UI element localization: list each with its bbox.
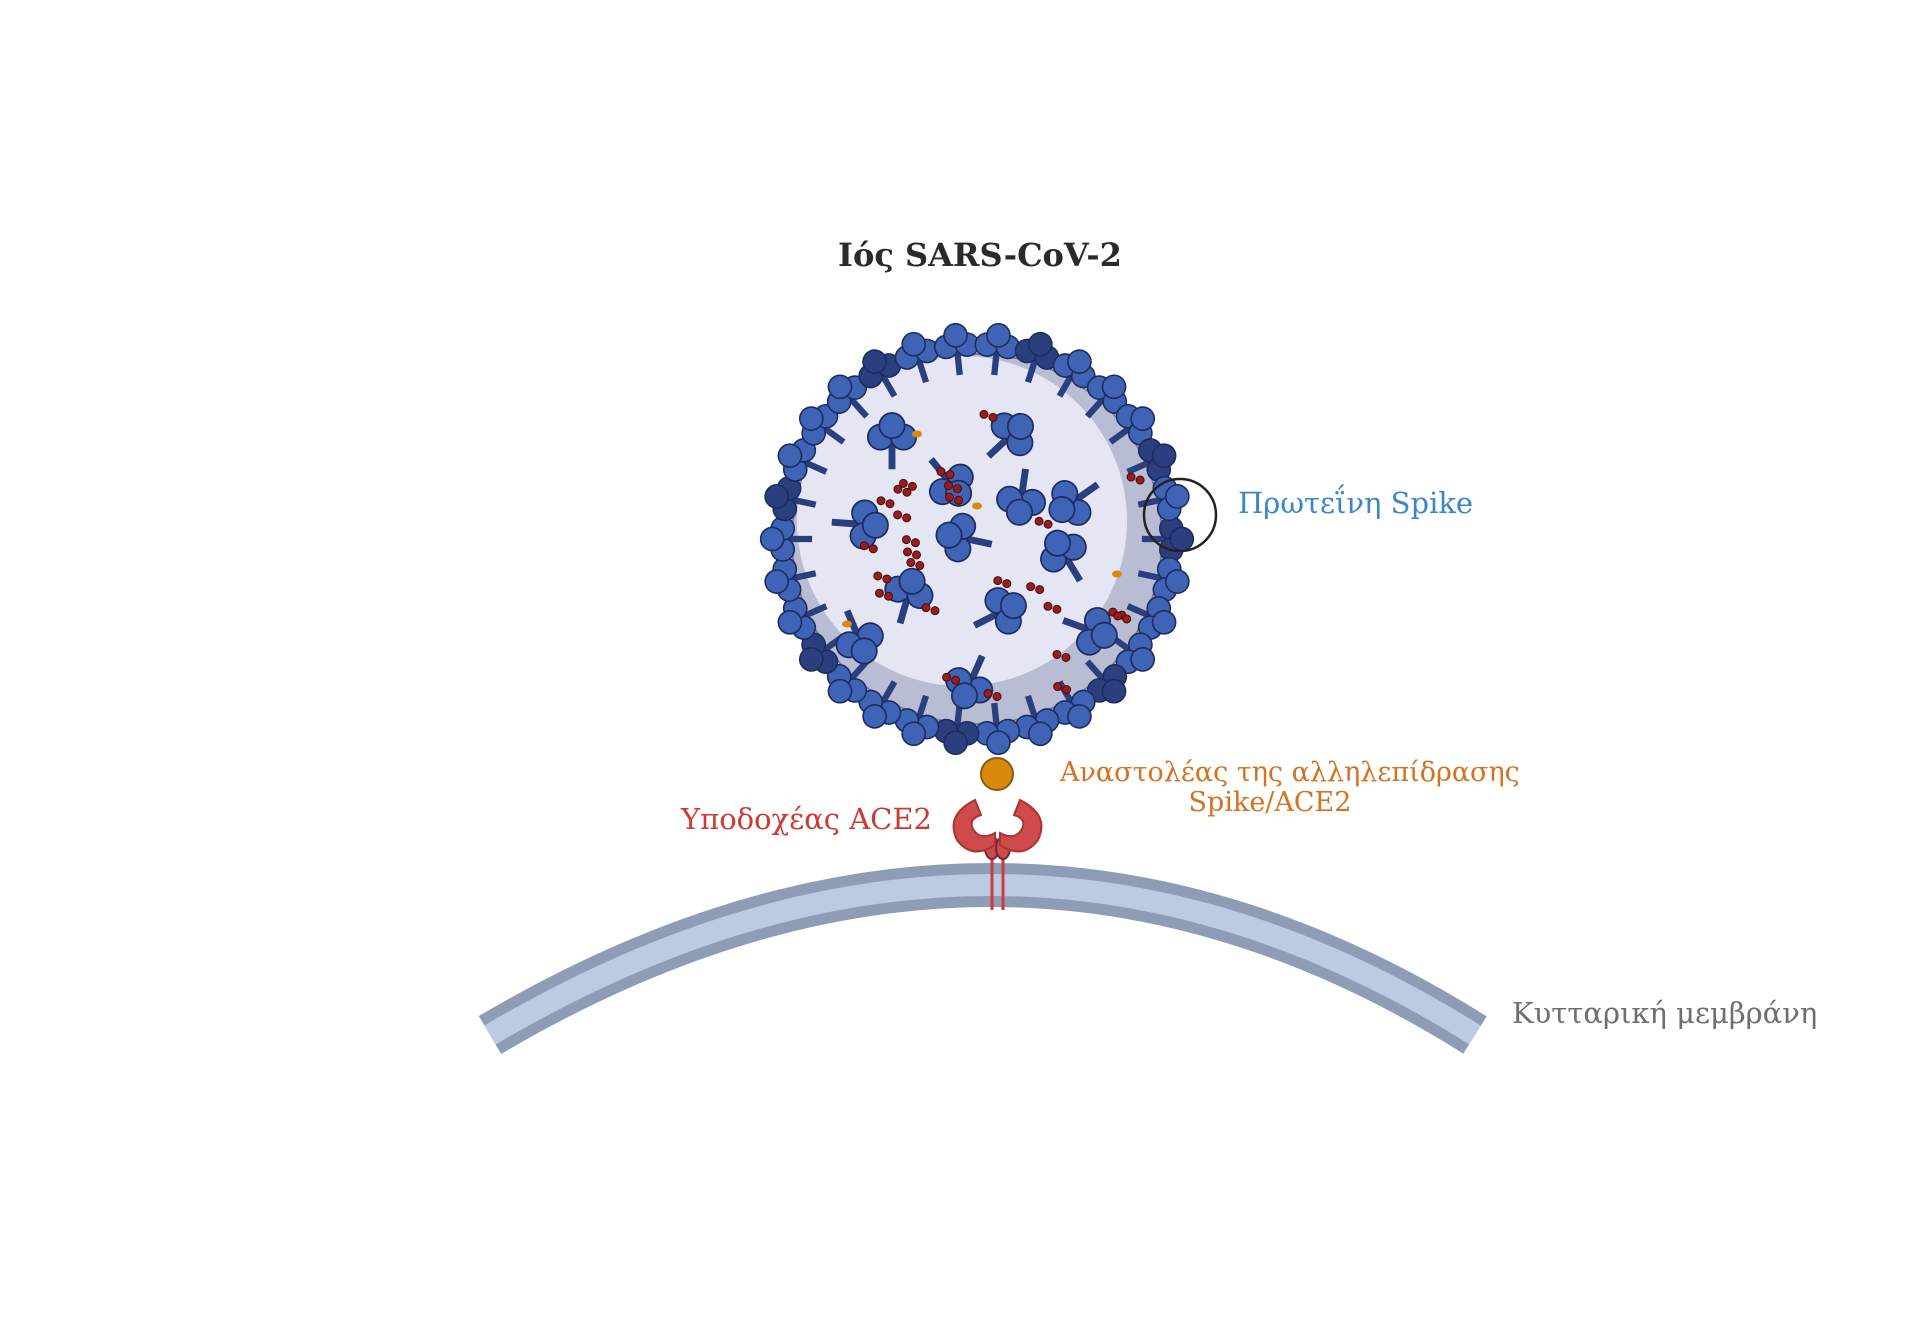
membrane-protein-dot: [942, 672, 952, 682]
ace2-receptor: [952, 798, 1043, 910]
cell-membrane-label: Κυτταρική μεμβράνη: [1512, 996, 1818, 1030]
spike-protein-icon: [894, 694, 940, 747]
membrane-protein-dot: [893, 484, 903, 494]
surface-spike-icon: [835, 609, 884, 665]
membrane-protein-dot: [906, 558, 916, 568]
membrane-protein-dot: [873, 571, 883, 581]
inhibitor-molecule: [980, 757, 1014, 791]
membrane-protein-dot: [868, 544, 878, 554]
spike-protein-icon: [858, 349, 902, 398]
membrane-protein-dot: [1062, 685, 1072, 695]
membrane-protein-dot: [875, 588, 885, 598]
spike-protein-icon: [894, 331, 940, 384]
membrane-protein-dot: [993, 576, 1003, 586]
membrane-protein-dot: [1061, 652, 1071, 662]
spike-protein-icon: [933, 322, 980, 376]
spike-protein-icon: [974, 702, 1021, 756]
membrane-protein-dot: [1053, 682, 1063, 692]
membrane-protein-dot: [885, 499, 895, 509]
surface-spike-icon: [831, 499, 889, 550]
membrane-protein-dot: [898, 478, 908, 488]
membrane-protein-dot: [915, 561, 925, 571]
surface-spike-icon: [996, 468, 1046, 526]
cell-membrane: [478, 863, 1487, 1054]
spike-protein-icon: [933, 702, 980, 756]
membrane-protein-dot: [945, 492, 955, 502]
membrane-protein-dot: [859, 541, 869, 551]
membrane-protein-dot: [907, 481, 917, 491]
surface-spike-icon: [1040, 529, 1087, 583]
inhibitor-label-line1: Αναστολέας της αλληλεπίδρασης: [1060, 757, 1520, 788]
spike-protein-icon: [798, 403, 846, 446]
spike-highlight-circle: [1142, 477, 1218, 553]
membrane-protein-dot: [912, 550, 922, 560]
membrane-protein-dot: [910, 538, 920, 548]
membrane-protein-dot: [952, 484, 962, 494]
ace2-receptor-label: Υποδοχέας ACE2: [681, 802, 932, 836]
inhibitor-label: Αναστολέας της αλληλεπίδρασης Spike/ACE2: [1060, 757, 1520, 818]
membrane-protein-dot: [1135, 475, 1145, 485]
membrane-protein-dot: [1034, 516, 1044, 526]
membrane-protein-dot: [921, 603, 931, 613]
envelope-protein-dot: [1112, 570, 1122, 578]
membrane-protein-dot: [945, 470, 955, 480]
spike-protein-icon: [1052, 349, 1096, 398]
membrane-protein-dot: [988, 412, 998, 422]
envelope-protein-dot: [912, 430, 922, 438]
spike-protein-icon: [1137, 556, 1190, 603]
surface-spike-icon: [1048, 480, 1100, 526]
surface-spike-icon: [1062, 607, 1118, 656]
spike-protein-icon: [974, 322, 1021, 376]
spike-protein-icon: [1126, 438, 1177, 482]
membrane-protein-dot: [902, 513, 912, 523]
membrane-protein-dot: [903, 547, 913, 557]
surface-spike-icon: [866, 412, 918, 470]
membrane-protein-dot: [943, 481, 953, 491]
membrane-protein-dot: [979, 409, 989, 419]
surface-spike-icon: [935, 512, 993, 563]
membrane-protein-dot: [902, 487, 912, 497]
membrane-protein-dot: [930, 606, 940, 616]
membrane-protein-dot: [1043, 601, 1053, 611]
surface-spike-icon: [986, 412, 1034, 459]
inhibitor-label-line2: Spike/ACE2: [1188, 786, 1352, 818]
membrane-protein-dot: [876, 496, 886, 506]
membrane-protein-dot: [951, 675, 961, 685]
spike-protein-label: Πρωτεΐνη Spike: [1238, 486, 1474, 520]
membrane-protein-dot: [1113, 611, 1123, 621]
membrane-protein-dot: [901, 535, 911, 545]
membrane-protein-dot: [983, 689, 993, 699]
membrane-protein-dot: [936, 467, 946, 477]
membrane-protein-dot: [992, 692, 1002, 702]
spike-protein-icon: [1137, 475, 1190, 522]
sars-cov-2-virus: [759, 322, 1195, 756]
membrane-protein-dot: [1035, 585, 1045, 595]
surface-spike-icon: [972, 587, 1027, 635]
spike-protein-icon: [777, 438, 828, 482]
membrane-protein-dot: [1052, 649, 1062, 659]
membrane-protein-dot: [882, 574, 892, 584]
spike-protein-icon: [777, 596, 828, 640]
spike-protein-icon: [764, 556, 817, 603]
membrane-protein-dot: [893, 510, 903, 520]
spike-protein-icon: [1126, 596, 1177, 640]
spike-protein-icon: [1052, 680, 1096, 729]
virus-title: Ιός SARS-CoV-2: [838, 236, 1122, 274]
spike-protein-icon: [826, 659, 870, 704]
envelope-protein-dot: [972, 502, 982, 510]
spike-protein-icon: [1084, 659, 1128, 704]
membrane-protein-dot: [1043, 519, 1053, 529]
membrane-protein-dot: [1026, 582, 1036, 592]
membrane-protein-dot: [1052, 604, 1062, 614]
membrane-protein-dot: [1126, 472, 1136, 482]
envelope-protein-dot: [842, 620, 852, 628]
membrane-protein-dot: [1002, 579, 1012, 589]
spike-protein-icon: [1084, 374, 1128, 419]
membrane-protein-dot: [954, 495, 964, 505]
spike-protein-icon: [1014, 331, 1060, 384]
membrane-protein-dot: [884, 591, 894, 601]
spike-protein-icon: [764, 475, 817, 522]
membrane-protein-dot: [1122, 614, 1132, 624]
